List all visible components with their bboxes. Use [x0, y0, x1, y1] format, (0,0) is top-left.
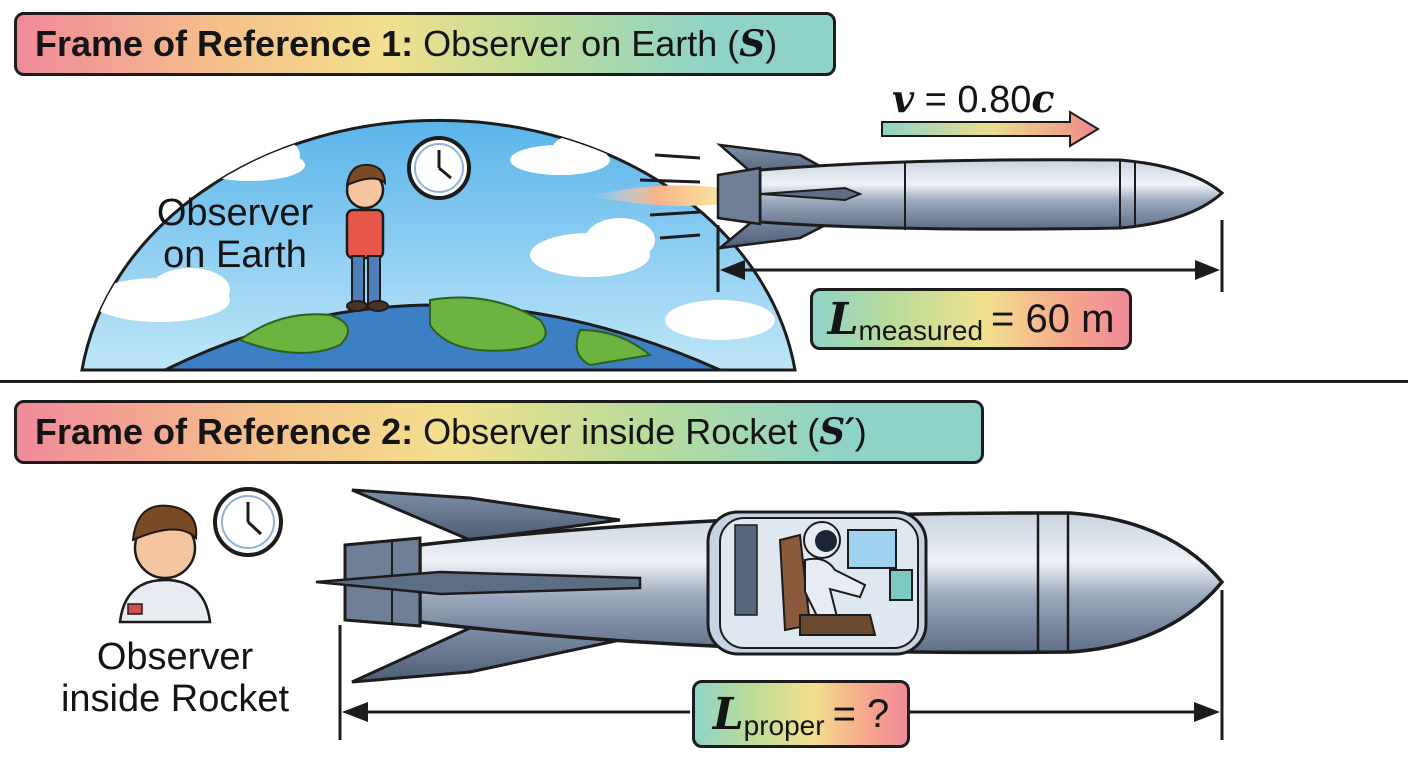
person-icon — [345, 163, 389, 312]
earth-observer-line2: on Earth — [163, 234, 307, 276]
astronaut-icon — [118, 504, 212, 624]
frame-1-symbol: S — [739, 23, 766, 65]
frame-1-title: Frame of Reference 1: Observer on Earth … — [14, 12, 836, 76]
frame-1-title-close: ) — [765, 23, 778, 64]
frame-2-symbol: S′ — [819, 411, 855, 453]
proper-length-box: L proper = ? — [692, 680, 910, 748]
frame-2-title-main: Observer inside Rocket ( — [423, 411, 820, 452]
velocity-arrow — [881, 110, 1100, 148]
proper-length-line — [338, 590, 1224, 740]
clock-icon — [407, 136, 471, 200]
earth-observer-label: Observer on Earth — [140, 192, 330, 276]
sky-dome — [80, 118, 797, 372]
measured-length-line — [716, 220, 1224, 292]
velocity-label: v = 0.80c — [892, 76, 1055, 122]
section-divider — [0, 380, 1408, 383]
measured-value: = 60 m — [991, 296, 1115, 341]
velocity-value: = 0.80 — [924, 79, 1032, 121]
rocket-icon — [590, 143, 1225, 250]
frame-2-title: Frame of Reference 2: Observer inside Ro… — [14, 400, 984, 464]
measured-symbol: L — [827, 293, 859, 345]
frame-2-title-close: ) — [854, 411, 867, 452]
rocket-observer-line2: inside Rocket — [60, 678, 290, 720]
earth-observer-line1: Observer — [156, 192, 314, 234]
rocket-observer-line1: Observer — [96, 636, 254, 678]
frame-1-title-prefix: Frame of Reference 1: — [35, 23, 414, 64]
proper-subscript: proper — [743, 710, 825, 741]
frame-2-title-prefix: Frame of Reference 2: — [35, 411, 414, 452]
measured-length-box: L measured = 60 m — [810, 288, 1132, 350]
frame-1-title-main: Observer on Earth ( — [423, 23, 740, 64]
measured-subscript: measured — [858, 315, 984, 346]
rocket-icon — [315, 488, 1225, 684]
proper-value: = ? — [832, 691, 890, 736]
velocity-unit: c — [1031, 76, 1055, 121]
velocity-symbol: v — [892, 76, 915, 121]
clock-icon — [213, 487, 283, 557]
rocket-observer-label: Observer inside Rocket — [30, 636, 320, 720]
proper-symbol: L — [712, 688, 744, 740]
